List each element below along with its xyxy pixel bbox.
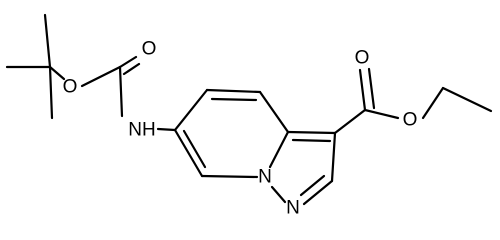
bond-n1-nbridge bbox=[270, 185, 287, 204]
bond-tbu-methyl-top bbox=[43, 13, 52, 69]
bond-ester-carbonyl-b bbox=[367, 67, 376, 110]
atom-o-carbamate-carbonyl: O bbox=[142, 39, 157, 60]
bond-ethyl-cc bbox=[441, 86, 493, 113]
atom-o-carbamate-ether: O bbox=[63, 77, 78, 98]
chemical-structure: O O NH N N O O bbox=[5, 13, 493, 219]
bond-ester-c-o bbox=[363, 108, 400, 120]
bond-ester-carbonyl-a bbox=[358, 68, 367, 112]
atom-n-bridge: N bbox=[258, 167, 272, 188]
atom-nh-amide: NH bbox=[128, 120, 155, 141]
bond-carbamate-c-n bbox=[118, 65, 124, 118]
bond-c3a-c3 bbox=[286, 130, 337, 135]
bond-ring-c4-c3a bbox=[258, 90, 290, 134]
bond-c2-n1 bbox=[302, 179, 334, 206]
atom-labels: O O NH N N O O bbox=[63, 39, 418, 219]
bond-o-ethyl bbox=[421, 86, 445, 120]
bonds bbox=[5, 13, 493, 206]
bond-ring-c5-c4 bbox=[205, 88, 262, 94]
bond-n-ring bbox=[156, 127, 177, 132]
bond-ring-c7-c6 bbox=[173, 128, 204, 178]
bond-ring-c7-c6-inner bbox=[182, 129, 207, 169]
bond-o-carbamate-carbon bbox=[80, 65, 122, 88]
bond-ring-c6-c5 bbox=[173, 88, 209, 132]
bond-carbamate-carbonyl-a bbox=[118, 55, 138, 69]
atom-n-pyrazole: N bbox=[286, 198, 300, 219]
atom-o-ester-ether: O bbox=[403, 110, 418, 131]
bond-c3a-c3-inner bbox=[291, 138, 332, 143]
atom-o-ester-carbonyl: O bbox=[355, 48, 370, 69]
bond-c3-ester-carbon bbox=[333, 108, 367, 135]
bond-ring-c5-c4-inner bbox=[210, 97, 258, 102]
bond-carbamate-carbonyl-b bbox=[122, 62, 141, 76]
bond-ring-n-c7 bbox=[200, 174, 259, 179]
bond-tbu-methyl-bottom bbox=[48, 65, 54, 120]
bond-tbu-c-o bbox=[48, 65, 66, 81]
bond-ring-c3a-n bbox=[268, 130, 290, 169]
bond-c2-n1-inner bbox=[299, 174, 326, 197]
bond-c3-c2 bbox=[330, 131, 337, 183]
